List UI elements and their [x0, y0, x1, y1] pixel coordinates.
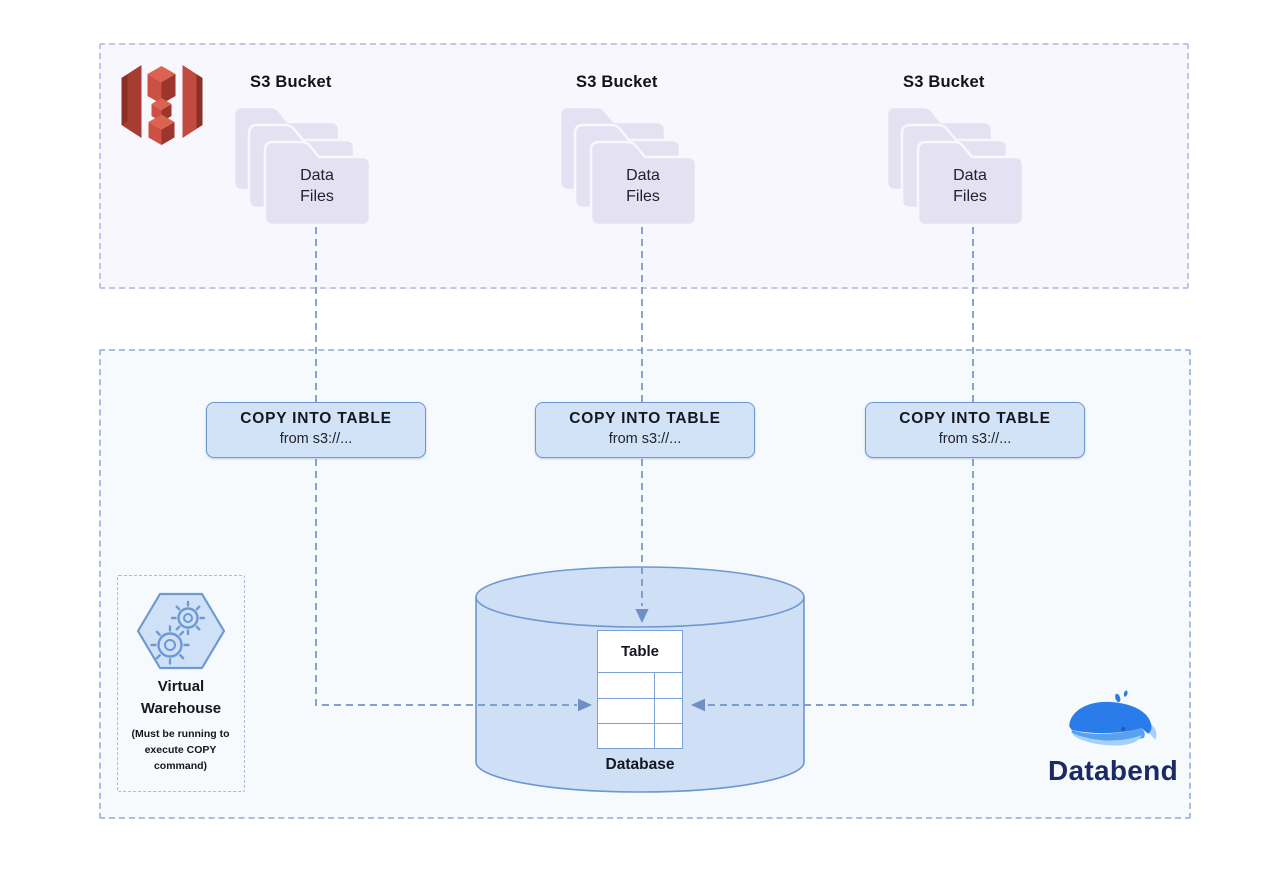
copy-into-table-box-1: COPY INTO TABLE from s3://...: [206, 402, 426, 458]
table-cell: [654, 699, 682, 723]
gear-icon: [170, 600, 206, 636]
databend-wordmark: Databend: [1048, 755, 1178, 786]
s3-icon: [121, 65, 203, 145]
folder-stack-icon: [560, 105, 697, 227]
copy-into-table-box-3: COPY INTO TABLE from s3://...: [865, 402, 1085, 458]
copy-command-source: from s3://...: [608, 431, 682, 447]
s3-bucket-title: S3 Bucket: [903, 73, 985, 91]
copy-command-title: COPY INTO TABLE: [569, 410, 721, 427]
table-row: [598, 673, 682, 698]
gear-icon: [150, 625, 190, 665]
virtual-warehouse-box: Virtual Warehouse (Must be running to ex…: [117, 575, 245, 792]
table-cell: [654, 673, 682, 698]
virtual-warehouse-note: (Must be running to execute COPY command…: [131, 728, 230, 772]
databend-logo: Databend: [1038, 690, 1188, 787]
table-label: Table: [598, 631, 682, 673]
table-cell: [598, 673, 654, 698]
s3-bucket-title: S3 Bucket: [250, 73, 332, 91]
copy-command-title: COPY INTO TABLE: [240, 410, 392, 427]
table-cell: [654, 724, 682, 748]
copy-into-table-box-2: COPY INTO TABLE from s3://...: [535, 402, 755, 458]
table-row: [598, 723, 682, 748]
virtual-warehouse-title: Virtual Warehouse: [140, 678, 222, 717]
s3-bucket-group-3: S3 Bucket Data Files: [860, 43, 1080, 293]
table-cell: [598, 699, 654, 723]
data-files-label: Data Files: [626, 167, 660, 206]
whale-icon: [1069, 690, 1157, 746]
folder-stack-icon: [887, 105, 1024, 227]
copy-command-source: from s3://...: [938, 431, 1012, 447]
s3-bucket-group-2: S3 Bucket Data Files: [533, 43, 753, 293]
s3-bucket-group-1: S3 Bucket Data Files: [207, 43, 427, 293]
database-label: Database: [605, 756, 675, 773]
copy-command-title: COPY INTO TABLE: [899, 410, 1051, 427]
data-files-label: Data Files: [300, 167, 334, 206]
s3-bucket-title: S3 Bucket: [576, 73, 658, 91]
table-cell: [598, 724, 654, 748]
database-table: Table: [597, 630, 683, 749]
folder-stack-icon: [234, 105, 371, 227]
table-row: [598, 698, 682, 723]
data-files-label: Data Files: [953, 167, 987, 206]
gears-hexagon-icon: [136, 592, 226, 670]
copy-command-source: from s3://...: [279, 431, 353, 447]
